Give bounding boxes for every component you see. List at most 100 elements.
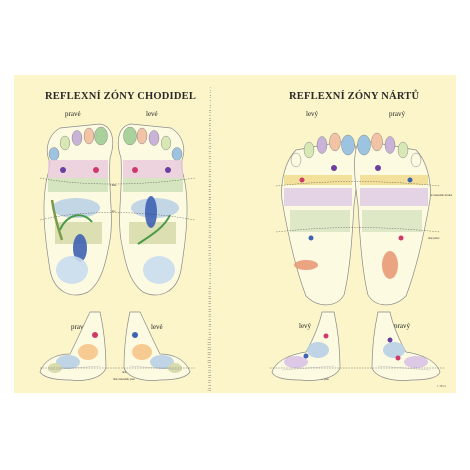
legend-row: 19 — [203, 133, 263, 136]
legend-row: 90 — [203, 314, 263, 317]
legend-row-number: 62 — [208, 242, 211, 245]
legend-row-number: 17 — [208, 127, 211, 130]
legend-row: 108 — [203, 360, 263, 363]
legend-row-number: 39 — [208, 183, 211, 186]
label-left-side: levé — [151, 323, 163, 331]
legend-row: 117 — [203, 382, 263, 385]
legend-row: 57 — [203, 230, 263, 233]
legend-row-number: 30 — [208, 160, 211, 163]
legend-row: 39 — [203, 184, 263, 187]
legend-row: 25 — [203, 148, 263, 151]
legend-row: 54 — [203, 222, 263, 225]
legend-row-number: 98 — [208, 334, 211, 337]
legend-row-number: 116 — [207, 379, 212, 382]
legend-row-number: 20 — [208, 135, 211, 138]
legend-row-number: 8 — [209, 104, 211, 107]
legend-row-number: 14 — [208, 120, 211, 123]
legend-row-number: 63 — [208, 244, 211, 247]
legend-row: 87 — [203, 306, 263, 309]
left-instep-diagram — [281, 132, 358, 306]
legend-row-number: 85 — [208, 300, 211, 303]
legend-row: 107 — [203, 357, 263, 360]
legend-row: 5 — [203, 97, 263, 100]
legend-row-number: 89 — [208, 311, 211, 314]
legend-row: 28 — [203, 156, 263, 159]
legend-row-number: 18 — [208, 130, 211, 133]
legend-row-number: 13 — [208, 117, 211, 120]
label-right-inner-side: pravý — [394, 322, 410, 330]
legend-row: 49 — [203, 209, 263, 212]
legend-row-number: 108 — [207, 359, 211, 362]
legend-row-number: 64 — [208, 247, 211, 250]
legend-row-number: 32 — [208, 165, 211, 168]
legend-row: 62 — [203, 242, 263, 245]
legend-row: 34 — [203, 171, 263, 174]
legend-row: 4 — [203, 95, 263, 98]
legend-row-number: 21 — [208, 137, 211, 140]
legend-row: 41 — [203, 189, 263, 192]
legend-row-number: 59 — [208, 234, 211, 237]
legend-row: 76 — [203, 278, 263, 281]
legend-row-number: 71 — [208, 265, 211, 268]
note-side-2: linie ramenního pásu — [113, 378, 135, 381]
legend-row-number: 80 — [208, 288, 211, 291]
label-right-side: pravé — [71, 323, 87, 331]
legend-row-number: 11 — [208, 112, 211, 115]
legend-row: 77 — [203, 281, 263, 284]
legend-row-number: 41 — [208, 188, 211, 191]
legend-row-number: 53 — [208, 219, 211, 222]
legend-row-number: 95 — [208, 326, 211, 329]
legend-row: 67 — [203, 255, 263, 258]
legend-row: 104 — [203, 349, 263, 352]
legend-row: 12 — [203, 115, 263, 118]
legend-row-number: 88 — [208, 308, 211, 311]
left-foot-outer-side-diagram — [271, 311, 341, 381]
legend-row: 106 — [203, 354, 263, 357]
legend-row-number: 33 — [208, 168, 211, 171]
legend-row: 116 — [203, 380, 263, 383]
legend-row-number: 16 — [208, 125, 211, 128]
legend-row-number: 9 — [209, 107, 211, 110]
legend-row: 113 — [203, 372, 263, 375]
legend-row-number: 27 — [208, 153, 211, 156]
legend-row: 56 — [203, 227, 263, 230]
legend-row-number: 37 — [208, 178, 211, 181]
legend-row: 120 — [203, 390, 263, 393]
legend-row: 64 — [203, 247, 263, 250]
legend-row-number: 12 — [208, 115, 211, 118]
legend-row: 58 — [203, 232, 263, 235]
legend-row-number: 58 — [208, 232, 211, 235]
legend-row-number: 112 — [207, 369, 212, 372]
legend-row: 37 — [203, 179, 263, 182]
legend-row-number: 68 — [208, 257, 211, 260]
legend-row: 82 — [203, 293, 263, 296]
legend-row: 22 — [203, 140, 263, 143]
legend-row: 21 — [203, 138, 263, 141]
legend-row: 14 — [203, 120, 263, 123]
legend-row: 35 — [203, 174, 263, 177]
legend-row: 51 — [203, 214, 263, 217]
legend-row: 97 — [203, 332, 263, 335]
legend-row: 100 — [203, 339, 263, 342]
legend-row: 38 — [203, 181, 263, 184]
legend-row-number: 66 — [208, 252, 211, 255]
legend-row-number: 46 — [208, 201, 211, 204]
legend-row: 29 — [203, 158, 263, 161]
label-right-instep: pravý — [389, 110, 405, 118]
right-instep-diagram — [354, 132, 431, 306]
legend-row: 48 — [203, 207, 263, 210]
legend-row: 89 — [203, 311, 263, 314]
legend-row: 105 — [203, 352, 263, 355]
legend-row: 11 — [203, 112, 263, 115]
legend-row: 93 — [203, 321, 263, 324]
legend-row: 46 — [203, 202, 263, 205]
legend-row-number: 75 — [208, 275, 211, 278]
legend-row-number: 49 — [208, 209, 211, 212]
legend-row: 42 — [203, 191, 263, 194]
legend-row-number: 47 — [208, 204, 211, 207]
legend-row: 73 — [203, 270, 263, 273]
legend-row-number: 38 — [208, 181, 211, 184]
right-sole-diagram — [43, 123, 114, 296]
legend-row: 53 — [203, 219, 263, 222]
legend-row: 84 — [203, 298, 263, 301]
